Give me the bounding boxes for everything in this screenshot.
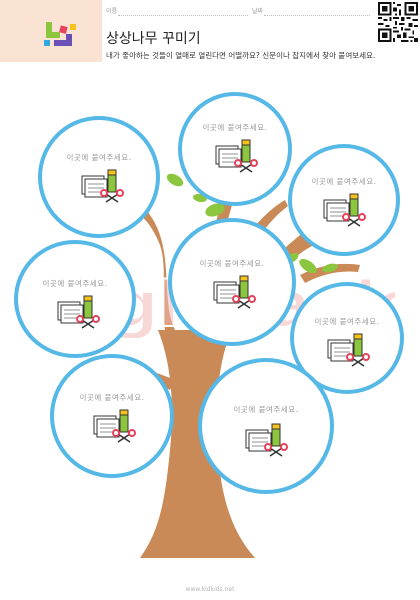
placeholder-hint: 이곳에 붙여주세요. xyxy=(79,393,145,402)
instruction-text: 내가 좋아하는 것들이 열매로 열린다면 어떨까요? 신문이나 잡지에서 찾아 … xyxy=(106,51,376,60)
placeholder-hint: 이곳에 붙여주세요. xyxy=(311,177,377,186)
paper-scissors-glue-icon xyxy=(215,139,258,173)
name-label: 이름 xyxy=(106,8,118,15)
paper-scissors-glue-icon xyxy=(213,275,256,309)
sticker-circle-upper-right[interactable]: 이곳에 붙여주세요. xyxy=(288,144,400,256)
worksheet-header: 이름 날짜 상상나무 꾸미기 내가 좋아하는 것들이 열매로 열린다면 어떨까요… xyxy=(0,0,420,72)
date-label: 날짜 xyxy=(252,8,264,15)
sticker-circle-middle-left[interactable]: 이곳에 붙여주세요. xyxy=(14,240,136,358)
sticker-circle-center[interactable]: 이곳에 붙여주세요. xyxy=(168,218,296,346)
paper-scissors-glue-icon xyxy=(81,169,124,203)
name-line[interactable] xyxy=(118,15,248,16)
sticker-circle-lower-right[interactable]: 이곳에 붙여주세요. xyxy=(198,358,334,494)
placeholder-hint: 이곳에 붙여주세요. xyxy=(199,259,265,268)
placeholder-hint: 이곳에 붙여주세요. xyxy=(202,123,268,132)
page-title: 상상나무 꾸미기 xyxy=(106,31,201,47)
paper-scissors-glue-icon xyxy=(327,333,370,367)
sticker-circle-middle-right[interactable]: 이곳에 붙여주세요. xyxy=(290,282,404,394)
paper-scissors-glue-icon xyxy=(245,423,288,457)
placeholder-hint: 이곳에 붙여주세요. xyxy=(233,405,299,414)
paper-scissors-glue-icon xyxy=(323,193,366,227)
paper-scissors-glue-icon xyxy=(93,409,136,443)
sticker-circle-top[interactable]: 이곳에 붙여주세요. xyxy=(178,92,292,206)
qr-code-icon xyxy=(378,2,418,42)
sticker-circle-upper-left[interactable]: 이곳에 붙여주세요. xyxy=(38,116,160,238)
tree-branch-far-right xyxy=(300,263,360,283)
date-line[interactable] xyxy=(264,15,370,16)
logo-icon xyxy=(44,22,76,46)
paper-scissors-glue-icon xyxy=(57,295,100,329)
tree-trunk xyxy=(140,330,255,558)
footer-url: www.kidkids.net xyxy=(185,586,235,593)
placeholder-hint: 이곳에 붙여주세요. xyxy=(66,153,132,162)
sticker-circle-lower-left[interactable]: 이곳에 붙여주세요. xyxy=(50,354,174,478)
tree-branch-left xyxy=(118,204,175,330)
placeholder-hint: 이곳에 붙여주세요. xyxy=(42,279,108,288)
placeholder-hint: 이곳에 붙여주세요. xyxy=(314,317,380,326)
